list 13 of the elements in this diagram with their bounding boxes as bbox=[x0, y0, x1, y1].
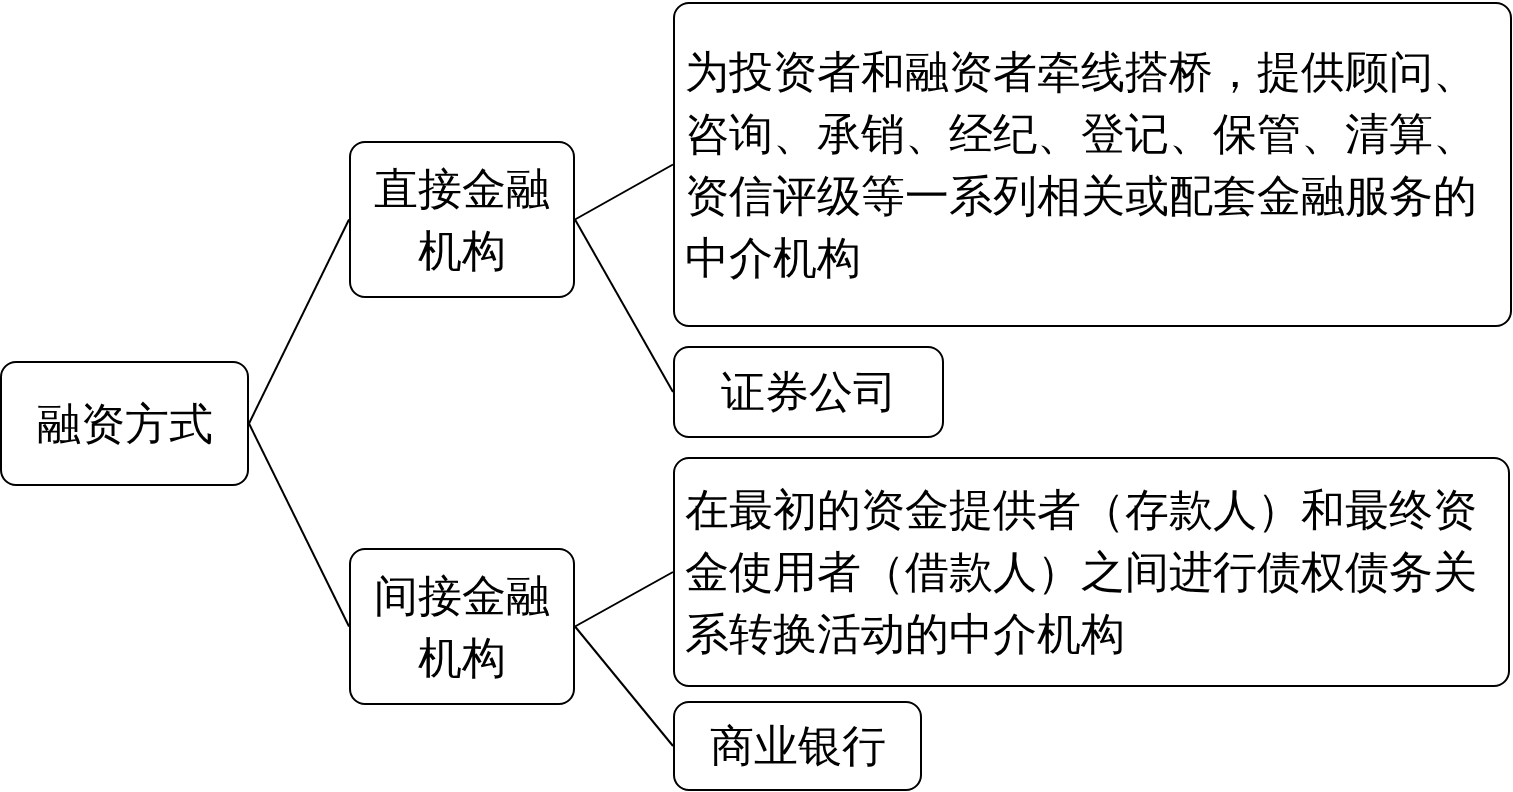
root-topic-box: 融资方式 bbox=[0, 361, 249, 486]
connector-line bbox=[574, 571, 674, 628]
connector-line bbox=[248, 218, 350, 425]
example-box: 证券公司 bbox=[673, 346, 944, 438]
description-box: 在最初的资金提供者（存款人）和最终资金使用者（借款人）之间进行债权债务关系转换活动的中介机构 bbox=[673, 457, 1510, 687]
connector-line bbox=[248, 422, 350, 628]
category-box: 间接金融机构 bbox=[349, 548, 575, 705]
description-box: 为投资者和融资者牵线搭桥，提供顾问、咨询、承销、经纪、登记、保管、清算、资信评级等一系列相关或配套金融服务的中介机构 bbox=[673, 2, 1512, 327]
connector-line bbox=[574, 625, 674, 747]
connector-line bbox=[574, 218, 674, 393]
connector-line bbox=[574, 163, 674, 221]
category-box: 直接金融机构 bbox=[349, 141, 575, 298]
example-box: 商业银行 bbox=[673, 701, 922, 791]
